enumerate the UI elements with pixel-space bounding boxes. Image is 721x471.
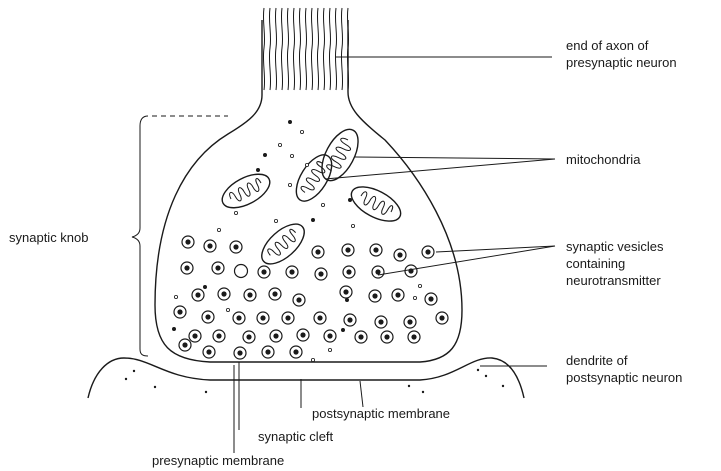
synaptic-vesicle [257,312,269,324]
label-vesicles-line2: containing [566,256,625,271]
vesicle-particle [278,143,281,146]
synaptic-vesicle [392,289,404,301]
vesicle-particle [418,284,421,287]
synaptic-vesicle [234,347,246,359]
label-synaptic-knob: synaptic knob [9,230,89,245]
vesicle-particle [321,203,324,206]
synaptic-vesicle [344,314,356,326]
synaptic-vesicle [394,249,406,261]
synaptic-vesicle [286,266,298,278]
synaptic-vesicle [297,329,309,341]
synaptic-vesicle [375,316,387,328]
synaptic-vesicle [233,312,245,324]
vesicle-particle [234,211,237,214]
synaptic-vesicle [342,244,354,256]
vesicle-particle [263,153,266,156]
vesicle-particle [288,183,291,186]
synaptic-vesicle [258,266,270,278]
synaptic-vesicle [282,312,294,324]
label-mitochondria: mitochondria [566,152,641,167]
synaptic-vesicle [179,339,191,351]
vesicle-particle [341,328,344,331]
synaptic-vesicle [244,289,256,301]
label-postsynaptic-membrane: postsynaptic membrane [312,406,450,421]
synaptic-vesicle [182,236,194,248]
synaptic-vesicle [372,266,384,278]
vesicle-particle [290,154,293,157]
vesicle-particle [413,296,416,299]
synaptic-vesicle [369,290,381,302]
label-presynaptic-membrane: presynaptic membrane [152,453,284,468]
vesicle-particle [351,224,354,227]
label-dendrite-line1: dendrite of [566,353,628,368]
vesicle-particle [300,130,303,133]
synaptic-vesicle [218,288,230,300]
synaptic-vesicle [312,246,324,258]
vesicle-particle [305,163,308,166]
synaptic-vesicle [213,330,225,342]
label-synaptic-cleft: synaptic cleft [258,429,334,444]
synaptic-vesicle [404,316,416,328]
mitochondrion [346,180,406,228]
vesicle-particle [174,295,177,298]
vesicle-particle [311,218,314,221]
synaptic-knob-bracket [132,116,148,356]
synaptic-vesicle [174,306,186,318]
synaptic-vesicle [436,312,448,324]
synaptic-vesicle [425,293,437,305]
synaptic-knob-outline [155,20,462,362]
synaptic-vesicle [181,262,193,274]
synaptic-vesicle [355,331,367,343]
synaptic-vesicle [243,331,255,343]
synaptic-vesicle [204,240,216,252]
synaptic-vesicle [293,294,305,306]
synaptic-vesicle [189,330,201,342]
synaptic-vesicles [174,236,448,359]
synaptic-vesicle [262,346,274,358]
synaptic-vesicle [202,311,214,323]
synaptic-vesicle [408,331,420,343]
synaptic-vesicle [290,346,302,358]
synaptic-vesicle [422,246,434,258]
label-vesicles-line1: synaptic vesicles [566,239,664,254]
vesicle-particle [217,228,220,231]
synaptic-vesicle [270,330,282,342]
label-vesicles-line3: neurotransmitter [566,273,661,288]
synaptic-vesicle [340,286,352,298]
synaptic-vesicle [381,331,393,343]
synaptic-vesicle [212,262,224,274]
vesicle-particle [348,198,351,201]
mitochondrion [255,217,311,271]
vesicle-particle [288,120,291,123]
vesicle-particle [226,308,229,311]
postsynaptic-membrane-outline [88,358,524,398]
synaptic-vesicle [405,265,417,277]
synaptic-vesicle [315,268,327,280]
synaptic-vesicle [343,266,355,278]
synaptic-vesicle [314,312,326,324]
axon-fibers [263,8,348,90]
dendrite-dots [125,369,504,393]
vesicle-particle [203,285,206,288]
label-dendrite-line2: postsynaptic neuron [566,370,682,385]
synaptic-vesicle [230,241,242,253]
label-axon-end-line2: presynaptic neuron [566,55,677,70]
label-axon-end-line1: end of axon of [566,38,649,53]
synaptic-vesicle [370,244,382,256]
vesicle-particle [311,358,314,361]
vesicle-particle [256,168,259,171]
synaptic-vesicle [192,289,204,301]
vesicle-particle [345,298,348,301]
synaptic-vesicle [269,288,281,300]
vesicle-particle [274,219,277,222]
vesicle-particle [172,327,175,330]
synaptic-vesicle [203,346,215,358]
vesicle-particle [328,348,331,351]
mitochondrion [217,167,275,214]
synaptic-vesicle [324,330,336,342]
empty-vesicle [235,265,248,278]
